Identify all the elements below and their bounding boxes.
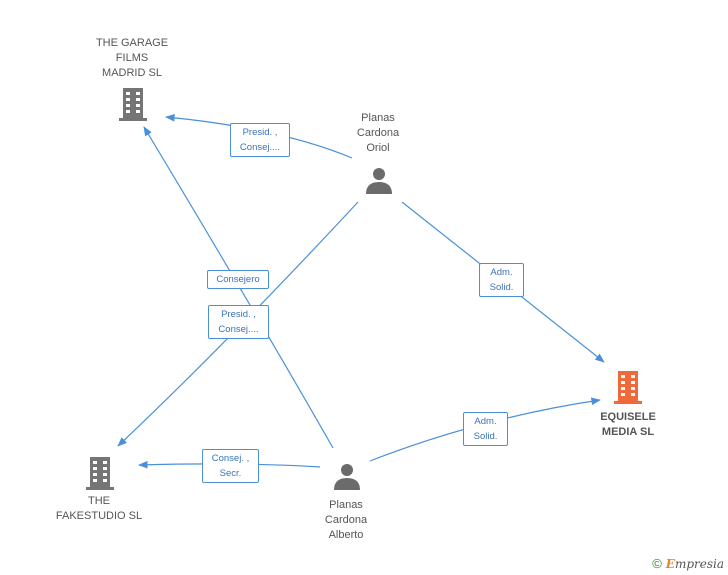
node-label-line: THE (88, 495, 110, 507)
edge-label-line: Consej.... (239, 142, 281, 153)
edge-label-line: Adm. (490, 267, 513, 278)
node-label-line: FILMS (115, 52, 149, 64)
brand-logo[interactable]: Empresia (666, 557, 724, 571)
footer-credit: © Empresia (652, 556, 724, 571)
node-label-line: Cardona (324, 514, 368, 526)
copyright-symbol: © (652, 556, 662, 571)
node-label-line: Planas (361, 112, 395, 124)
edge-label-line: Adm. (474, 416, 497, 427)
edge-label-line: Consejero (216, 274, 260, 285)
building-icon-highlight (614, 371, 642, 404)
edge-label-oriol-garage[interactable]: Presid. , Consej.... (230, 123, 290, 157)
node-label-alberto[interactable]: Planas Cardona Alberto (286, 498, 406, 543)
edge-label-oriol-fakestudio[interactable]: Presid. , Consej.... (208, 305, 269, 339)
edge-alberto-garage (143, 126, 334, 449)
node-label-line: EQUISELE (600, 411, 656, 423)
edge-label-line: Presid. , (242, 127, 278, 138)
node-label-garage[interactable]: THE GARAGE FILMS MADRID SL (72, 36, 192, 81)
edge-label-alberto-fakestudio[interactable]: Consej. , Secr. (202, 449, 259, 483)
node-label-line: MADRID SL (102, 67, 162, 79)
person-icon (366, 168, 392, 194)
edge-label-line: Solid. (489, 282, 514, 293)
node-label-line: Oriol (366, 142, 390, 154)
node-label-line: MEDIA SL (601, 426, 655, 438)
node-label-line: FAKESTUDIO SL (55, 510, 143, 522)
building-icon (86, 457, 114, 490)
node-label-equisele[interactable]: EQUISELE MEDIA SL (568, 410, 688, 440)
node-label-fakestudio[interactable]: THE FAKESTUDIO SL (39, 494, 159, 524)
edge-label-oriol-equisele[interactable]: Adm. Solid. (479, 263, 524, 297)
node-label-oriol[interactable]: Planas Cardona Oriol (318, 111, 438, 156)
edge-label-line: Secr. (219, 468, 242, 479)
edge-label-alberto-garage[interactable]: Consejero (207, 270, 269, 289)
person-icon (334, 464, 360, 490)
edge-label-line: Solid. (473, 431, 498, 442)
brand-initial: E (665, 556, 675, 571)
edge-label-line: Presid. , (221, 309, 256, 320)
node-label-line: Alberto (328, 529, 364, 541)
brand-rest: mpresia (674, 556, 724, 571)
edge-label-alberto-equisele[interactable]: Adm. Solid. (463, 412, 508, 446)
node-label-line: THE GARAGE (95, 37, 169, 49)
edge-label-line: Consej.... (218, 324, 259, 335)
edge-label-line: Consej. , (211, 453, 250, 464)
building-icon (119, 88, 147, 121)
node-label-line: Planas (329, 499, 363, 511)
node-label-line: Cardona (356, 127, 400, 139)
